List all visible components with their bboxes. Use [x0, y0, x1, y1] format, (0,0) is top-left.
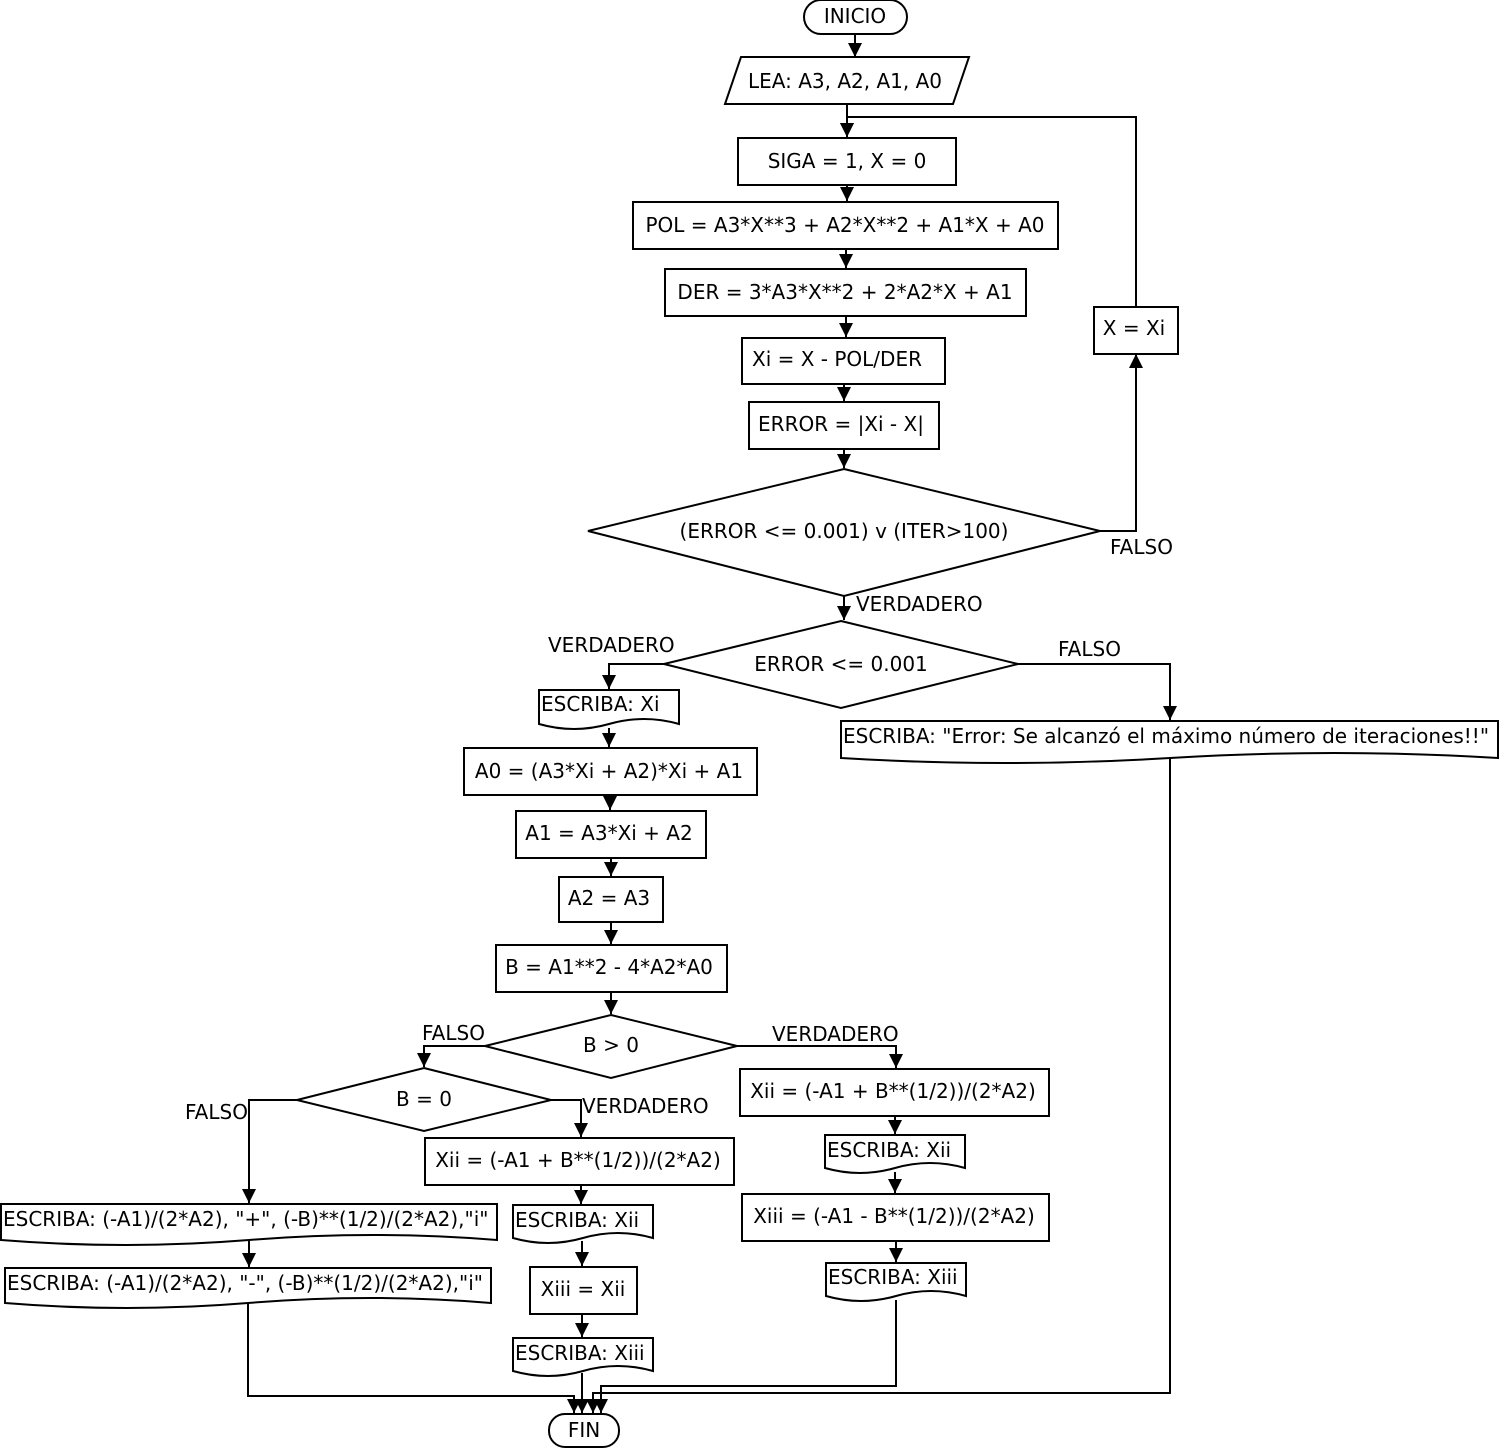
label-bgt-true: VERDADERO — [772, 1022, 899, 1046]
node-error-calc-label: ERROR = |Xi - X| — [758, 412, 924, 436]
node-a1-calc: A1 = A3*Xi + A2 — [515, 810, 707, 859]
node-cond-main-label: (ERROR <= 0.001) v (ITER>100) — [680, 519, 1009, 543]
label-main-false: FALSO — [1110, 535, 1173, 559]
node-error-calc: ERROR = |Xi - X| — [748, 401, 940, 450]
edge-xeqxi-loop — [840, 116, 1137, 306]
label-error-true: VERDADERO — [548, 633, 675, 657]
label-beq-false: FALSO — [185, 1100, 248, 1124]
node-cond-b-eq-label: B = 0 — [396, 1087, 452, 1111]
node-a1-calc-label: A1 = A3*Xi + A2 — [525, 821, 692, 845]
node-cond-b-gt: B > 0 — [484, 1013, 738, 1080]
node-escriba-xii-mid: ESCRIBA: Xii — [512, 1204, 654, 1244]
node-der-label: DER = 3*A3*X**2 + 2*A2*X + A1 — [677, 280, 1012, 304]
node-escriba-complex-plus: ESCRIBA: (-A1)/(2*A2), "+", (-B)**(1/2)/… — [0, 1203, 498, 1246]
label-main-true: VERDADERO — [856, 592, 983, 616]
node-xii-calc-right: Xii = (-A1 + B**(1/2))/(2*A2) — [739, 1068, 1050, 1117]
node-cond-error: ERROR <= 0.001 — [663, 619, 1019, 710]
node-escriba-xi-label: ESCRIBA: Xi — [541, 692, 660, 716]
node-xii-calc-right-label: Xii = (-A1 + B**(1/2))/(2*A2) — [750, 1079, 1036, 1103]
label-beq-true: VERDADERO — [582, 1094, 709, 1118]
node-a2-calc-label: A2 = A3 — [568, 886, 650, 910]
node-escriba-xii-right-label: ESCRIBA: Xii — [827, 1138, 951, 1162]
node-escriba-complex-minus: ESCRIBA: (-A1)/(2*A2), "-", (-B)**(1/2)/… — [4, 1267, 492, 1309]
node-lea-label: LEA: A3, A2, A1, A0 — [748, 69, 942, 93]
node-lea-input: LEA: A3, A2, A1, A0 — [723, 56, 971, 105]
node-xii-calc-mid: Xii = (-A1 + B**(1/2))/(2*A2) — [424, 1137, 735, 1186]
edge-beq-true — [551, 1099, 588, 1137]
node-escriba-xiii-right: ESCRIBA: Xiii — [825, 1262, 967, 1302]
edge-beq-false — [242, 1099, 297, 1203]
edge-labels: FALSO VERDADERO VERDADERO FALSO FALSO VE… — [185, 535, 1173, 1124]
edges — [242, 35, 1177, 1413]
node-siga: SIGA = 1, X = 0 — [737, 137, 957, 186]
node-escriba-error-msg: ESCRIBA: "Error: Se alcanzó el máximo nú… — [840, 720, 1499, 764]
edge-errorcond-true — [602, 663, 664, 689]
edge-errorcond-false — [1018, 663, 1177, 720]
node-der: DER = 3*A3*X**2 + 2*A2*X + A1 — [664, 268, 1027, 317]
node-xi-calc-label: Xi = X - POL/DER — [752, 347, 922, 371]
node-cond-error-label: ERROR <= 0.001 — [754, 652, 928, 676]
node-xiii-calc-right-label: Xiii = (-A1 - B**(1/2))/(2*A2) — [753, 1204, 1035, 1228]
node-inicio-label: INICIO — [824, 4, 886, 28]
node-siga-label: SIGA = 1, X = 0 — [768, 149, 927, 173]
label-error-false: FALSO — [1058, 637, 1121, 661]
node-x-eq-xi-label: X = Xi — [1103, 316, 1165, 340]
node-escriba-xii-right: ESCRIBA: Xii — [824, 1134, 966, 1174]
node-escriba-complex-minus-label: ESCRIBA: (-A1)/(2*A2), "-", (-B)**(1/2)/… — [7, 1271, 483, 1295]
node-cond-b-eq: B = 0 — [296, 1066, 552, 1133]
node-xi-calc: Xi = X - POL/DER — [741, 337, 946, 385]
node-escriba-complex-plus-label: ESCRIBA: (-A1)/(2*A2), "+", (-B)**(1/2)/… — [3, 1207, 489, 1231]
node-x-eq-xi: X = Xi — [1093, 306, 1179, 355]
node-escriba-xi: ESCRIBA: Xi — [538, 689, 680, 730]
edge-escxiiiR-fin — [594, 1300, 897, 1413]
node-fin: FIN — [548, 1413, 620, 1448]
node-inicio: INICIO — [803, 0, 908, 35]
node-xiii-eq-xii-label: Xiii = Xii — [541, 1277, 626, 1301]
edge-errmsg-fin — [586, 758, 1171, 1413]
label-bgt-false: FALSO — [422, 1021, 485, 1045]
node-xiii-calc-right: Xiii = (-A1 - B**(1/2))/(2*A2) — [741, 1193, 1050, 1242]
node-a0-calc: A0 = (A3*Xi + A2)*Xi + A1 — [463, 747, 758, 796]
node-xii-calc-mid-label: Xii = (-A1 + B**(1/2))/(2*A2) — [435, 1148, 721, 1172]
node-fin-label: FIN — [568, 1418, 600, 1442]
node-escriba-xiii-right-label: ESCRIBA: Xiii — [828, 1265, 958, 1289]
node-b-calc: B = A1**2 - 4*A2*A0 — [495, 944, 728, 993]
edge-cond-false-xeqxi — [1100, 354, 1143, 532]
node-pol: POL = A3*X**3 + A2*X**2 + A1*X + A0 — [632, 201, 1059, 250]
node-b-calc-label: B = A1**2 - 4*A2*A0 — [505, 955, 713, 979]
edge-bgt-false — [417, 1045, 485, 1067]
node-escriba-error-msg-label: ESCRIBA: "Error: Se alcanzó el máximo nú… — [843, 724, 1489, 748]
node-escriba-xiii-mid-label: ESCRIBA: Xiii — [515, 1341, 645, 1365]
edge-bgt-true — [737, 1045, 903, 1068]
edge-escminus-fin — [247, 1303, 581, 1413]
node-cond-b-gt-label: B > 0 — [583, 1033, 639, 1057]
node-escriba-xii-mid-label: ESCRIBA: Xii — [515, 1208, 639, 1232]
node-cond-main: (ERROR <= 0.001) v (ITER>100) — [587, 467, 1101, 598]
node-a0-calc-label: A0 = (A3*Xi + A2)*Xi + A1 — [475, 759, 743, 783]
node-a2-calc: A2 = A3 — [558, 876, 664, 923]
node-pol-label: POL = A3*X**3 + A2*X**2 + A1*X + A0 — [645, 213, 1044, 237]
node-escriba-xiii-mid: ESCRIBA: Xiii — [512, 1337, 654, 1377]
node-xiii-eq-xii: Xiii = Xii — [529, 1266, 638, 1315]
